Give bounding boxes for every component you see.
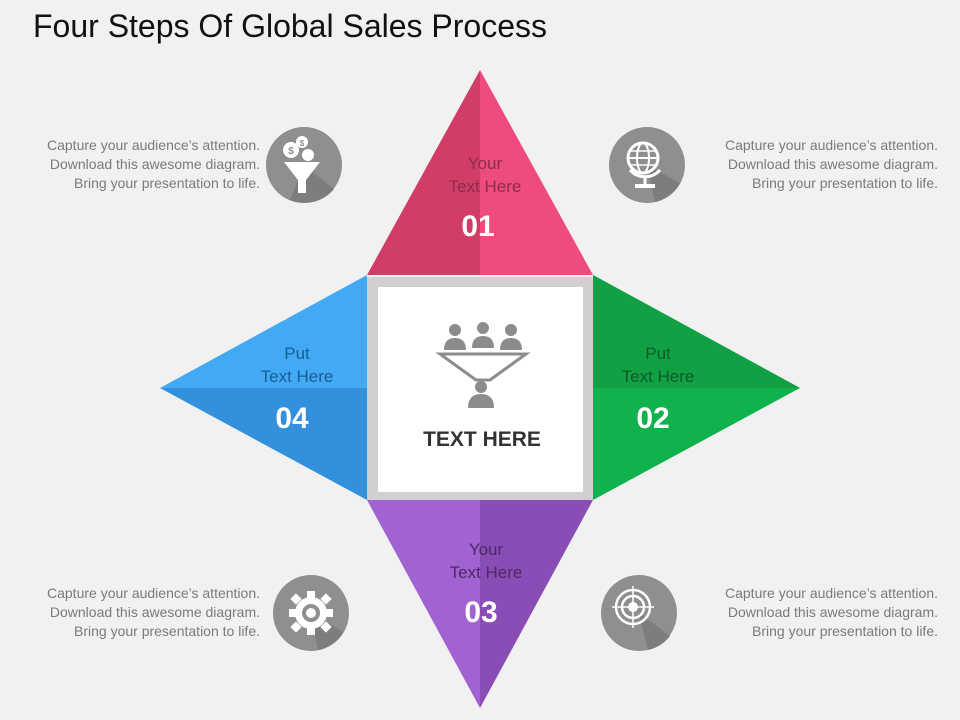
svg-text:$: $: [300, 139, 305, 148]
center-label: TEXT HERE: [423, 428, 541, 451]
svg-text:$: $: [288, 146, 294, 157]
callout-line: Capture your audience’s attention.: [47, 585, 260, 601]
callout-bottom-left: Capture your audience’s attention. Downl…: [10, 584, 260, 641]
step-03-number: 03: [464, 596, 497, 629]
step-02-line2: Text Here: [622, 367, 695, 386]
step-02-number: 02: [636, 402, 669, 435]
money-funnel-icon: $ $: [266, 127, 342, 203]
callout-line: Bring your presentation to life.: [752, 623, 938, 639]
callout-top-left: Capture your audience’s attention. Downl…: [10, 136, 260, 193]
step-03-line2: Text Here: [450, 563, 523, 582]
step-04-number: 04: [275, 402, 309, 435]
step-04-line2: Text Here: [261, 367, 334, 386]
callout-line: Bring your presentation to life.: [74, 623, 260, 639]
step-04-triangle: [160, 275, 367, 500]
callout-line: Download this awesome diagram.: [49, 156, 260, 172]
gear-icon: [273, 575, 349, 651]
step-04-line1: Put: [284, 344, 310, 363]
page-title: Four Steps Of Global Sales Process: [33, 8, 547, 44]
callout-line: Capture your audience’s attention.: [47, 137, 260, 153]
callout-line: Capture your audience’s attention.: [725, 585, 938, 601]
step-02-line1: Put: [645, 344, 671, 363]
step-01-triangle: [367, 70, 593, 275]
step-03-triangle: [367, 500, 593, 708]
callout-line: Download this awesome diagram.: [727, 156, 938, 172]
callout-line: Bring your presentation to life.: [74, 175, 260, 191]
target-icon: [601, 575, 677, 651]
step-01-line2: Text Here: [449, 177, 522, 196]
step-01-number: 01: [461, 210, 494, 243]
step-01-line1: Your: [468, 154, 503, 173]
callout-line: Bring your presentation to life.: [752, 175, 938, 191]
callout-top-right: Capture your audience’s attention. Downl…: [688, 136, 938, 193]
callout-line: Download this awesome diagram.: [727, 604, 938, 620]
step-02-triangle: [593, 275, 800, 500]
globe-icon: [609, 127, 685, 203]
callout-line: Download this awesome diagram.: [49, 604, 260, 620]
step-03-line1: Your: [469, 540, 504, 559]
funnel-people-icon: [435, 322, 531, 408]
callout-bottom-right: Capture your audience’s attention. Downl…: [688, 584, 938, 641]
callout-line: Capture your audience’s attention.: [725, 137, 938, 153]
